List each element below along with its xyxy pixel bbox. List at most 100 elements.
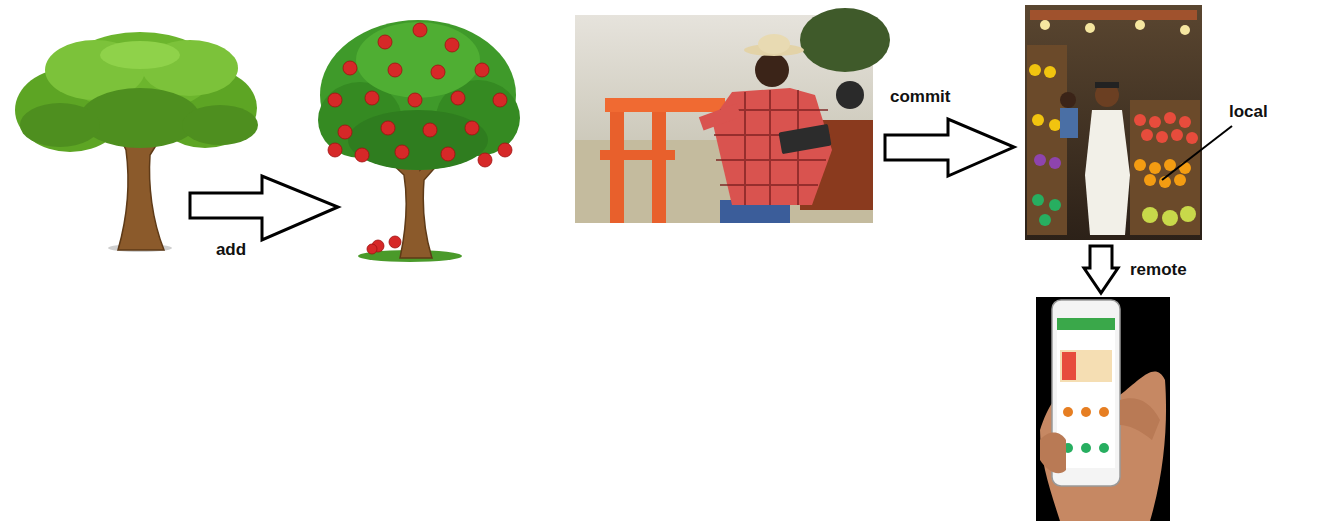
illustration-part (1025, 5, 1202, 240)
phone-in-hand (1036, 297, 1170, 521)
illustration-part (1039, 214, 1051, 226)
illustration-part (1049, 157, 1061, 169)
illustration-part (356, 22, 480, 98)
illustration-part (328, 143, 342, 157)
illustration-part (1049, 199, 1061, 211)
illustration-part (1032, 194, 1061, 226)
illustration-part (1027, 45, 1067, 235)
illustration-part (1063, 407, 1073, 417)
illustration-part (1029, 64, 1041, 76)
illustration-part (1164, 112, 1176, 124)
illustration-part (1095, 82, 1119, 88)
apples (328, 23, 512, 254)
illustration-part (1180, 25, 1190, 35)
illustration-part (1032, 194, 1044, 206)
illustration-part (445, 38, 459, 52)
label-holder: add (216, 240, 246, 260)
label-holder: commit (890, 87, 950, 107)
block-arrow (1084, 246, 1118, 293)
illustration-part (465, 121, 479, 135)
illustration-part (1179, 116, 1191, 128)
illustration-part (1081, 407, 1091, 417)
illustration-part (1044, 66, 1056, 78)
illustration-part (1029, 64, 1061, 131)
illustration-part (441, 147, 455, 161)
illustration-part (328, 93, 342, 107)
illustration-part (423, 123, 437, 137)
illustration-part (605, 98, 725, 112)
illustration-part (413, 23, 427, 37)
illustration-part (493, 93, 507, 107)
illustration-part (769, 90, 771, 205)
illustration-part (836, 81, 864, 109)
illustration-part (355, 148, 369, 162)
leader-line (1162, 126, 1232, 180)
illustration-part (1060, 350, 1112, 382)
illustration-part (1156, 131, 1168, 143)
illustration-part (431, 65, 445, 79)
illustration-part (1174, 174, 1186, 186)
step-label: local (1229, 102, 1268, 122)
illustration-part (100, 41, 180, 69)
illustration-part (1040, 20, 1050, 30)
farmer-photo (575, 8, 890, 223)
step-label: commit (890, 87, 950, 107)
illustration-part (1134, 114, 1146, 126)
illustration-part (1120, 398, 1160, 440)
illustration-part (1099, 443, 1109, 453)
illustration-part (478, 153, 492, 167)
illustration-part (1141, 129, 1153, 141)
illustration-part (367, 244, 377, 254)
illustration-part (1062, 352, 1076, 380)
illustration-part (381, 121, 395, 135)
fruit-shop-photo (1025, 5, 1202, 240)
illustration-part (343, 61, 357, 75)
illustration-part (1179, 162, 1191, 174)
illustration-part (1085, 23, 1095, 33)
illustration-part (652, 100, 666, 223)
label-holder: local (1229, 102, 1268, 122)
step-label: add (216, 240, 246, 260)
illustration-part (1060, 108, 1078, 138)
block-arrow (885, 119, 1014, 176)
illustration-part (80, 88, 200, 148)
illustration-part (1149, 162, 1161, 174)
illustration-part (1144, 174, 1156, 186)
illustration-part (699, 104, 741, 131)
illustration-part (475, 63, 489, 77)
illustration-part (338, 125, 352, 139)
illustration-part (365, 91, 379, 105)
illustration-part (1186, 132, 1198, 144)
illustration-part (1081, 443, 1091, 453)
illustration-part (1032, 114, 1044, 126)
illustration-part (348, 110, 488, 170)
illustration-part (1095, 83, 1119, 107)
illustration-part (1164, 159, 1176, 171)
illustration-part (600, 150, 675, 160)
illustration-part (755, 53, 789, 87)
illustration-part (1180, 206, 1196, 222)
label-holder: remote (1130, 260, 1187, 280)
illustration-part (1034, 154, 1061, 169)
illustration-part (1049, 119, 1061, 131)
illustration-part (1060, 92, 1076, 108)
illustration-part (1171, 129, 1183, 141)
illustration-part (1134, 112, 1198, 144)
illustration-part (712, 88, 832, 205)
illustration-part (1034, 154, 1046, 166)
illustration-part (778, 124, 831, 154)
fruit-rows (1027, 45, 1200, 235)
illustration-part (1085, 110, 1130, 235)
illustration-part (395, 145, 409, 159)
illustration-part (408, 93, 422, 107)
illustration-part (1057, 318, 1115, 330)
illustration-part (610, 100, 624, 223)
illustration-part (1149, 116, 1161, 128)
illustration-part (1135, 20, 1145, 30)
illustration-part (389, 236, 401, 248)
illustration-part (1040, 20, 1190, 35)
illustration-part (800, 8, 890, 72)
illustration-part (1063, 443, 1109, 453)
illustration-part (388, 63, 402, 77)
illustration-part (1162, 210, 1178, 226)
